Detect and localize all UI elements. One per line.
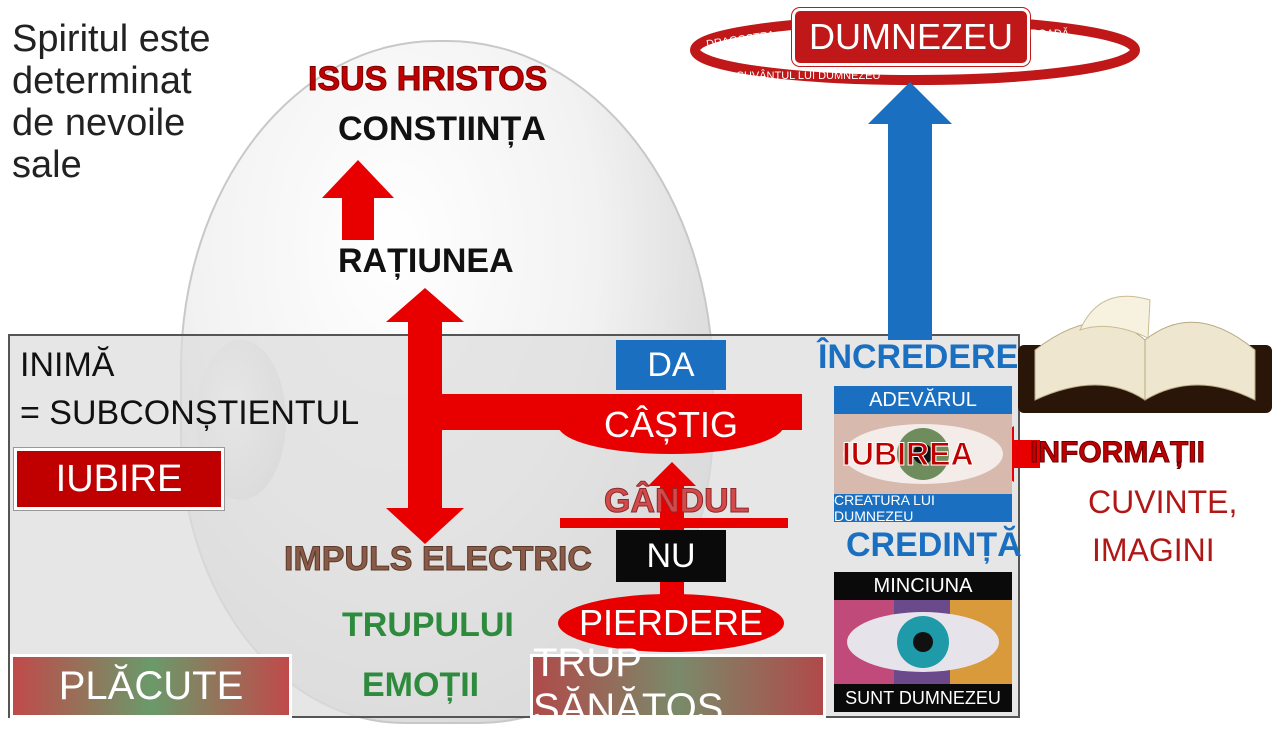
green-eye-image [834, 414, 1012, 494]
god-label: DUMNEZEU [809, 16, 1013, 57]
heart-subtitle: = SUBCONȘTIENTUL [20, 394, 360, 432]
book-icon [1018, 295, 1272, 413]
da-box: DA [616, 340, 726, 390]
god-box: DUMNEZEU [792, 8, 1030, 66]
arrow-to-impuls-head [386, 508, 464, 544]
impuls-electric-label: IMPULS ELECTRIC [284, 540, 593, 579]
colorful-eye-image [834, 600, 1012, 684]
intro-text: Spiritul este determinat de nevoile sale [12, 18, 211, 186]
nu-box: NU [616, 530, 726, 582]
trup-sanatos-box: TRUP SĂNĂTOS [530, 641, 826, 730]
blue-arrow-shaft [888, 120, 932, 340]
isus-hristos-label: ISUS HRISTOS [307, 60, 548, 99]
blue-arrow-head [868, 82, 952, 124]
arrow-to-ratiunea-shaft [408, 320, 442, 400]
credinta-label: CREDINȚĂ [846, 526, 1022, 564]
incredere-label: ÎNCREDERE [818, 338, 1019, 376]
ring-bottom-label: CUVÂNTUL LUI DUMNEZEU [736, 70, 881, 82]
constiinta-label: CONSTIINȚA [338, 110, 546, 148]
creatura-box: CREATURA LUI DUMNEZEU [834, 492, 1012, 524]
placute-box: PLĂCUTE [10, 654, 292, 718]
gandul-label: GÂNDUL [603, 482, 750, 521]
arrow-to-ratiunea-head [386, 288, 464, 322]
imagini-label: IMAGINI [1092, 532, 1215, 568]
iubirea-label: IUBIREA [842, 436, 975, 473]
minciuna-box: MINCIUNA [834, 572, 1012, 600]
cuvinte-label: CUVINTE, [1088, 484, 1238, 520]
arrow-informatii-shaft [1012, 440, 1040, 468]
arrow-to-impuls-shaft [408, 400, 442, 510]
sunt-dumnezeu-box: SUNT DUMNEZEU [834, 684, 1012, 712]
heart-title: INIMĂ [20, 346, 115, 384]
adevarul-box: ADEVĂRUL [834, 386, 1012, 414]
arrow-to-constiinta-shaft [342, 196, 374, 240]
castig-ellipse: CÂȘTIG [558, 396, 784, 454]
informatii-label: INFORMAȚII [1030, 436, 1206, 470]
ratiunea-label: RAȚIUNEA [338, 242, 514, 280]
iubire-box: IUBIRE [14, 448, 224, 510]
gandul-line [560, 518, 788, 528]
arrow-to-constiinta-head [322, 160, 394, 198]
emotii-label: EMOȚII [362, 666, 480, 704]
pierdere-ellipse: PIERDERE [558, 594, 784, 652]
trupului-label: TRUPULUI [342, 606, 514, 644]
arrow-gandul-head [648, 462, 696, 486]
ring-right-label: ROADĂ [1030, 28, 1070, 40]
